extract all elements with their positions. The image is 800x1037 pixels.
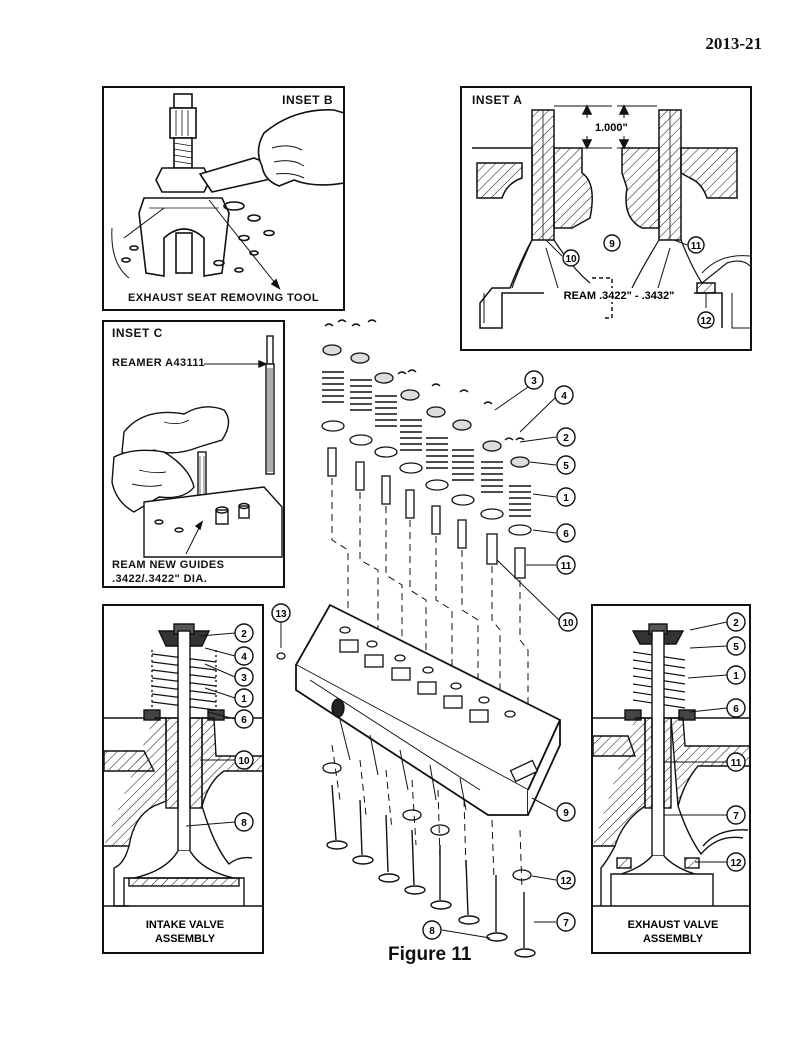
- callout-4-intake: 4: [234, 646, 254, 666]
- callout-6-exploded: 6: [556, 523, 576, 543]
- callout-12-exhaust: 12: [726, 852, 746, 872]
- page-number: 2013-21: [705, 34, 762, 53]
- svg-text:8: 8: [241, 818, 247, 829]
- callout-10-exploded: 10: [558, 612, 578, 632]
- callout-9-inset-a: 9: [603, 234, 621, 252]
- exhaust-seat-tool-illustration: [111, 93, 343, 290]
- callout-11-exploded: 11: [556, 555, 576, 575]
- callout-11-inset-a: 11: [687, 236, 705, 254]
- exhaust-caption-line1: EXHAUST VALVE: [628, 919, 719, 931]
- svg-text:6: 6: [563, 529, 569, 540]
- inset-b-title: INSET B: [282, 93, 333, 107]
- callout-2-intake: 2: [234, 623, 254, 643]
- svg-text:6: 6: [241, 715, 247, 726]
- svg-text:12: 12: [730, 858, 742, 869]
- inset-c-title: INSET C: [112, 326, 163, 340]
- dimension-1-000-label: 1.000": [595, 122, 628, 134]
- inset-c-panel: INSET C REAMER A43111: [102, 320, 285, 588]
- svg-text:13: 13: [275, 609, 287, 620]
- callout-6-intake: 6: [234, 709, 254, 729]
- callout-5-exploded: 5: [556, 455, 576, 475]
- svg-text:10: 10: [562, 618, 574, 629]
- svg-text:9: 9: [609, 239, 615, 250]
- callout-8-intake: 8: [234, 812, 254, 832]
- inset-c-caption-line1: REAM NEW GUIDES: [112, 559, 225, 571]
- svg-text:1: 1: [733, 671, 739, 682]
- inset-c-caption-line2: .3422/.3422" DIA.: [112, 573, 208, 585]
- svg-text:12: 12: [700, 316, 712, 327]
- callout-12-exploded: 12: [556, 870, 576, 890]
- inset-a-panel: INSET A: [460, 86, 752, 351]
- callout-4-exploded: 4: [554, 385, 574, 405]
- svg-text:1: 1: [241, 694, 247, 705]
- svg-text:4: 4: [561, 391, 567, 402]
- figure-caption: Figure 11: [388, 944, 472, 965]
- inset-a-title: INSET A: [472, 93, 523, 107]
- intake-caption-line2: ASSEMBLY: [155, 933, 216, 945]
- svg-text:6: 6: [733, 704, 739, 715]
- svg-text:3: 3: [531, 376, 537, 387]
- reamer-label: REAMER A43111: [112, 357, 205, 369]
- svg-text:7: 7: [563, 918, 569, 929]
- svg-text:12: 12: [560, 876, 572, 887]
- callout-3-exploded: 3: [524, 370, 544, 390]
- svg-text:8: 8: [429, 926, 435, 937]
- svg-text:2: 2: [563, 433, 569, 444]
- valve-guide-ream-illustration: 1.000" 10 9 11 12 REAM .3422" - .3432": [472, 104, 750, 329]
- callout-7-exhaust: 7: [726, 805, 746, 825]
- callout-7-exploded: 7: [556, 912, 576, 932]
- intake-caption-line1: INTAKE VALVE: [146, 919, 224, 931]
- intake-valve-illustration: INTAKE VALVE ASSEMBLY: [104, 623, 262, 945]
- callout-10-inset-a: 10: [562, 249, 580, 267]
- svg-text:1: 1: [563, 493, 569, 504]
- exhaust-caption-line2: ASSEMBLY: [643, 933, 704, 945]
- callout-10-intake: 10: [234, 750, 254, 770]
- svg-text:2: 2: [733, 618, 739, 629]
- svg-text:3: 3: [241, 673, 247, 684]
- exhaust-valve-panel: EXHAUST VALVE ASSEMBLY: [591, 604, 751, 954]
- ream-dimension-label: REAM .3422" - .3432": [564, 290, 675, 302]
- svg-text:9: 9: [563, 808, 569, 819]
- svg-text:4: 4: [241, 652, 247, 663]
- svg-text:10: 10: [238, 756, 250, 767]
- inset-b-caption: EXHAUST SEAT REMOVING TOOL: [128, 292, 319, 304]
- callout-2-exploded: 2: [556, 427, 576, 447]
- inset-b-panel: INSET B: [102, 86, 345, 311]
- callout-6-exhaust: 6: [726, 698, 746, 718]
- callout-1-intake: 1: [234, 688, 254, 708]
- svg-text:11: 11: [731, 758, 742, 769]
- callout-13-exploded: 13: [271, 603, 291, 623]
- callout-5-exhaust: 5: [726, 636, 746, 656]
- callout-1-exploded: 1: [556, 487, 576, 507]
- callout-2-exhaust: 2: [726, 612, 746, 632]
- svg-text:2: 2: [241, 629, 247, 640]
- svg-text:10: 10: [565, 254, 577, 265]
- svg-text:5: 5: [733, 642, 739, 653]
- callout-11-exhaust: 11: [726, 752, 746, 772]
- callout-1-exhaust: 1: [726, 665, 746, 685]
- reaming-guides-illustration: [111, 335, 283, 558]
- callout-8-exploded: 8: [422, 920, 442, 940]
- svg-text:11: 11: [691, 241, 702, 252]
- callout-3-intake: 3: [234, 667, 254, 687]
- callout-12-inset-a: 12: [697, 311, 715, 329]
- svg-text:11: 11: [561, 561, 572, 572]
- callout-9-exploded: 9: [556, 802, 576, 822]
- svg-text:7: 7: [733, 811, 739, 822]
- intake-valve-panel: INTAKE VALVE ASSEMBLY: [102, 604, 264, 954]
- svg-text:5: 5: [563, 461, 569, 472]
